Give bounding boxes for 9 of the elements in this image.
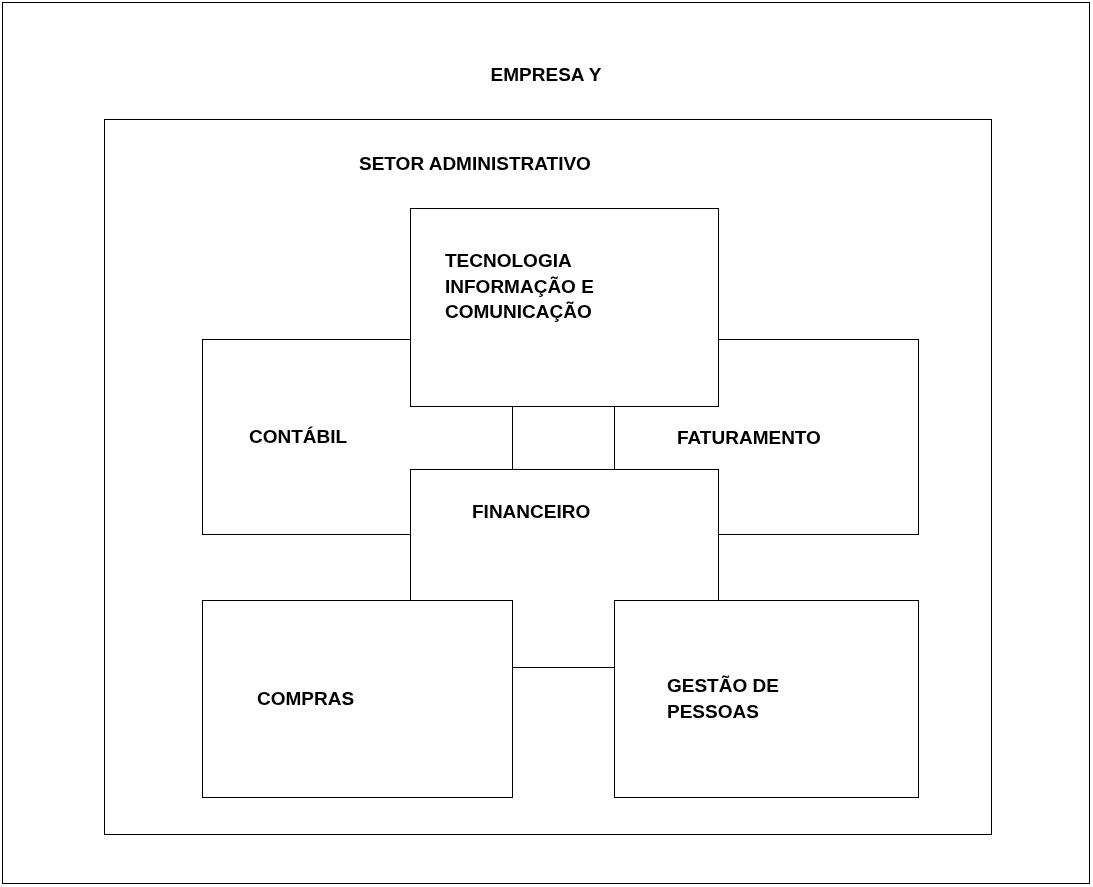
department-label: CONTÁBIL (249, 424, 348, 449)
sector-box (104, 119, 992, 835)
company-title: EMPRESA Y (489, 63, 603, 87)
department-label: COMPRAS (257, 686, 355, 711)
department-label: FATURAMENTO (677, 425, 821, 450)
department-label: GESTÃO DE PESSOAS (667, 673, 780, 724)
department-label: FINANCEIRO (472, 500, 592, 524)
department-label: TECNOLOGIA INFORMAÇÃO E COMUNICAÇÃO (445, 249, 595, 325)
sector-title: SETOR ADMINISTRATIVO (359, 152, 591, 176)
